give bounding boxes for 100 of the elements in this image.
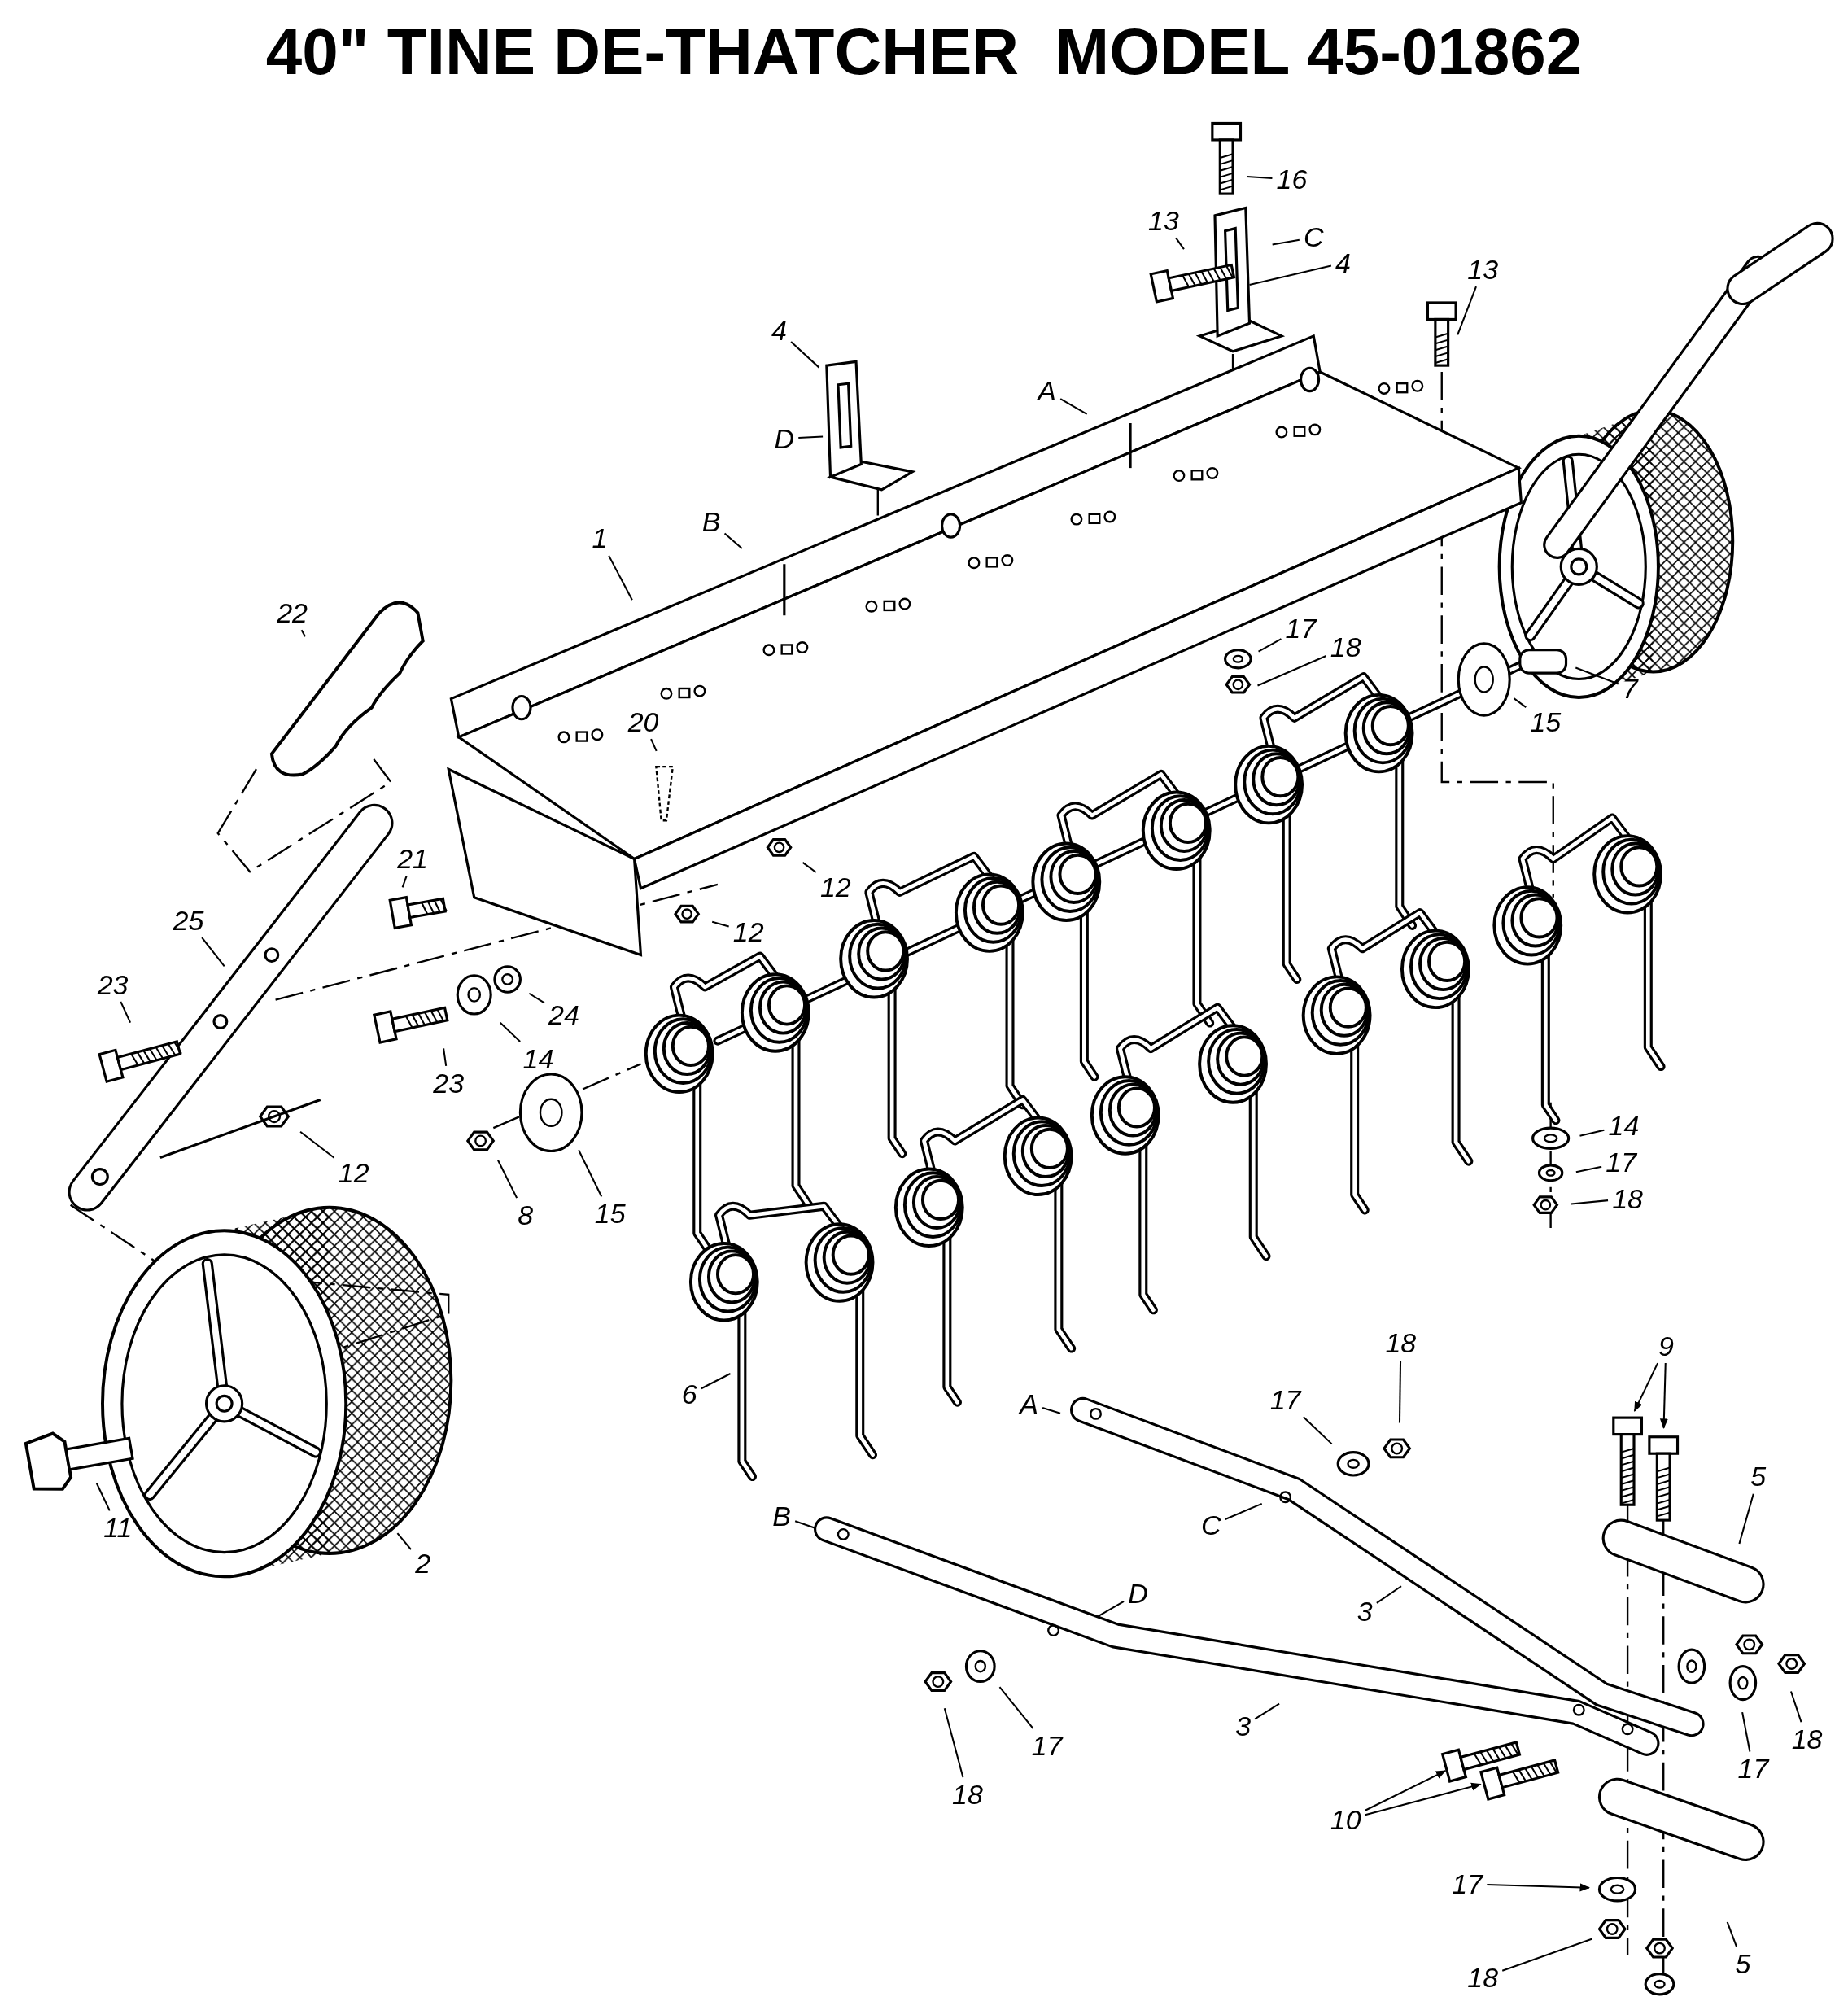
- leader-line: [711, 920, 729, 928]
- leader-line: [1575, 1165, 1602, 1173]
- callout-label: 25: [171, 905, 206, 935]
- callout-label: 17: [1604, 1147, 1639, 1178]
- callout-label: 12: [336, 1158, 371, 1187]
- callout-label: 1: [590, 523, 609, 553]
- leader-line: [1398, 1360, 1402, 1423]
- leader-line: [1225, 1502, 1263, 1520]
- leader-line: [1741, 1711, 1751, 1752]
- callout-label: 18: [1466, 1963, 1501, 1993]
- callout-label: B: [771, 1501, 793, 1532]
- leader-line: [802, 862, 817, 873]
- leader-line: [1457, 286, 1477, 335]
- leader-line: [1738, 1493, 1754, 1545]
- leader-line: [1633, 1362, 1659, 1413]
- leader-line: [998, 1686, 1034, 1729]
- callout-label: 4: [1334, 247, 1352, 277]
- callout-label: 18: [1383, 1328, 1418, 1358]
- callout-label: 14: [521, 1043, 556, 1073]
- callout-label: D: [772, 423, 797, 453]
- callout-label: 10: [1328, 1805, 1363, 1835]
- leader-line: [500, 1022, 521, 1042]
- leader-line: [1257, 655, 1326, 687]
- leader-line: [650, 738, 658, 752]
- callout-label: 21: [395, 844, 430, 874]
- leader-line: [701, 1373, 731, 1390]
- leader-line: [1272, 238, 1300, 246]
- callout-label: 16: [1274, 164, 1309, 194]
- leader-line: [1175, 237, 1185, 250]
- callout-label: D: [1126, 1578, 1150, 1608]
- callout-label: 3: [1355, 1596, 1374, 1626]
- leader-line: [1376, 1585, 1402, 1604]
- leader-line: [1513, 697, 1527, 708]
- callout-label: 18: [1610, 1183, 1645, 1213]
- leader-line: [943, 1707, 964, 1778]
- callout-label: 8: [516, 1200, 535, 1230]
- callout-label: C: [1199, 1510, 1223, 1540]
- leader-line: [396, 1532, 412, 1550]
- diagram-title: 40" TINE DE-THATCHER MODEL 45-01862: [264, 15, 1584, 90]
- callout-label: 17: [1029, 1731, 1064, 1760]
- leader-line: [1579, 1129, 1605, 1137]
- callout-label: 5: [1733, 1948, 1753, 1978]
- callout-label: 22: [275, 597, 309, 627]
- callout-label: 15: [592, 1199, 627, 1229]
- callout-label: 13: [1466, 254, 1501, 284]
- leader-line: [1365, 1770, 1447, 1811]
- leader-line: [798, 435, 824, 439]
- leader-line: [497, 1160, 518, 1199]
- callout-label: 3: [1234, 1711, 1253, 1741]
- callout-label: 17: [1450, 1869, 1485, 1899]
- leader-line: [1098, 1601, 1125, 1618]
- leader-line: [1042, 1406, 1061, 1414]
- leader-line: [201, 937, 225, 967]
- callout-label: 14: [1606, 1110, 1641, 1140]
- leader-line: [300, 629, 306, 637]
- leader-line: [1303, 1416, 1333, 1445]
- leader-line: [401, 876, 408, 888]
- leader-line: [578, 1149, 603, 1197]
- callout-label: 20: [626, 706, 661, 736]
- leader-line: [1487, 1883, 1591, 1892]
- leader-line: [794, 1520, 816, 1530]
- callout-label: 15: [1528, 706, 1563, 736]
- callout-label: 12: [731, 916, 766, 946]
- leader-line: [95, 1483, 111, 1511]
- leader-line: [723, 532, 743, 549]
- leader-line: [1258, 638, 1282, 653]
- leader-line: [790, 341, 820, 369]
- callout-label: 18: [1328, 632, 1363, 662]
- leader-line: [1575, 666, 1619, 685]
- callout-label: 23: [95, 969, 130, 999]
- callout-label: 4: [770, 316, 789, 346]
- leader-line: [443, 1048, 448, 1067]
- callout-label: B: [700, 506, 723, 536]
- leader-line: [1059, 398, 1088, 415]
- callout-label: 7: [1620, 673, 1640, 703]
- callout-label: 12: [818, 872, 853, 902]
- callout-label: C: [1302, 222, 1326, 252]
- leader-line: [1254, 1702, 1280, 1720]
- callout-label: 17: [1736, 1754, 1771, 1784]
- leader-line: [1247, 175, 1273, 180]
- leader-line: [120, 1001, 132, 1024]
- leader-line: [1365, 1782, 1482, 1816]
- leader-line: [1571, 1199, 1609, 1205]
- callout-label: 11: [102, 1513, 134, 1543]
- leader-line: [528, 992, 545, 1004]
- callout-label: 24: [547, 1000, 581, 1030]
- leader-line: [1249, 264, 1332, 286]
- leader-line: [1726, 1921, 1737, 1947]
- leader-line: [1659, 1363, 1668, 1429]
- leader-line: [299, 1130, 335, 1159]
- callout-label: 18: [950, 1779, 985, 1809]
- leader-line: [608, 555, 633, 601]
- callout-label: 5: [1749, 1462, 1768, 1492]
- callout-label: 9: [1656, 1331, 1675, 1361]
- callout-label: 23: [431, 1068, 466, 1098]
- callout-label: 17: [1283, 613, 1318, 643]
- leader-line: [1501, 1938, 1593, 1972]
- callout-label: 18: [1789, 1724, 1824, 1754]
- callout-label: 13: [1147, 205, 1181, 235]
- leader-line: [1790, 1691, 1802, 1723]
